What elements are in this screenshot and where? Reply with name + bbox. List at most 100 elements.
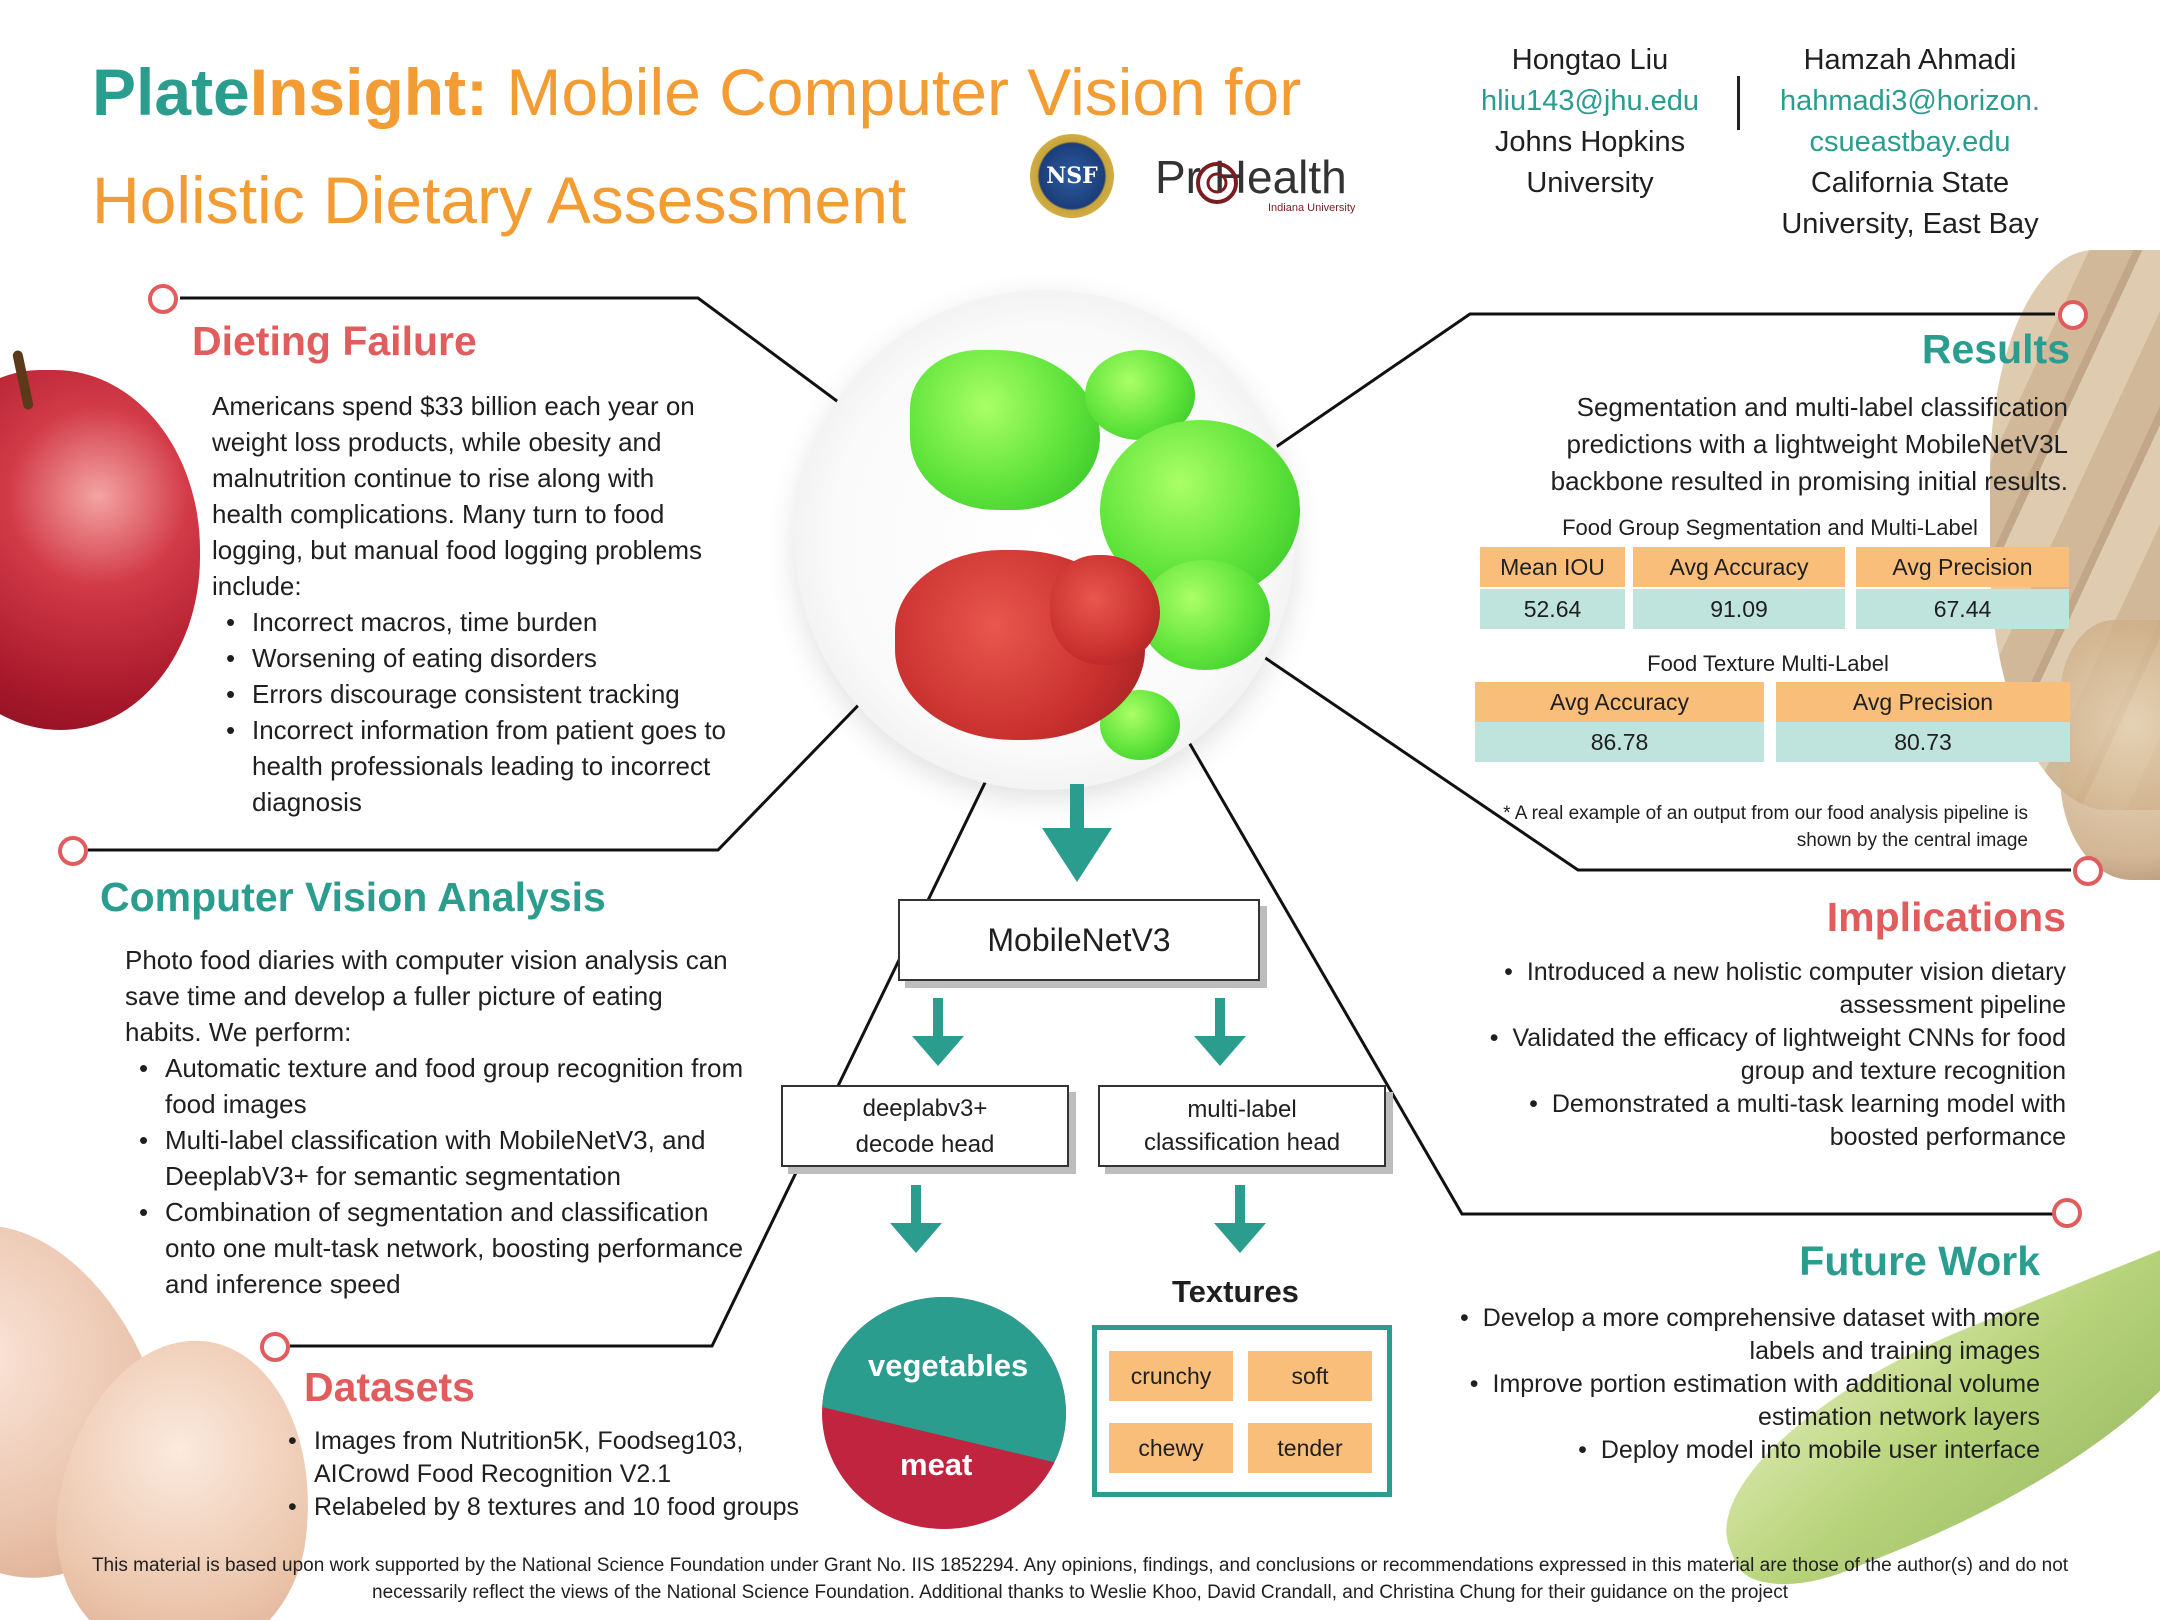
future-list: Develop a more comprehensive dataset wit… — [1420, 1302, 2040, 1467]
table1-caption: Food Group Segmentation and Multi-Label — [1562, 515, 1978, 540]
author-affiliation: University, East Bay — [1781, 208, 2039, 240]
results-note: * A real example of an output from our f… — [1503, 803, 2028, 851]
texture-chip: soft — [1248, 1351, 1372, 1401]
author-affiliation: Johns Hopkins — [1494, 126, 1686, 158]
connector-ring — [2052, 1198, 2082, 1228]
author-email[interactable]: hahmadi3@horizon. — [1780, 85, 2040, 117]
deeplab-head-box: deeplabv3+ decode head — [781, 1085, 1069, 1167]
list-item: Validated the efficacy of lightweight CN… — [1440, 1022, 2066, 1088]
table-header: Avg Precision — [1776, 682, 2070, 722]
connector-implications — [1164, 588, 2071, 872]
prohealth-logo-mark — [1196, 162, 1238, 204]
list-item: Deploy model into mobile user interface — [1420, 1434, 2040, 1467]
dieting-intro: Americans spend $33 billion each year on… — [212, 391, 703, 601]
title-line-2: Holistic Dietary Assessment — [92, 163, 907, 237]
title-part-insight: Insight: — [249, 55, 489, 129]
list-item: Incorrect macros, time burden — [212, 604, 732, 640]
table-cell: 86.78 — [1475, 722, 1764, 762]
nsf-logo: NSF — [1030, 134, 1114, 218]
down-arrow-icon — [1215, 998, 1225, 1038]
implications-body: Introduced a new holistic computer visio… — [1440, 956, 2066, 1154]
classification-head-box: multi-label classification head — [1098, 1085, 1386, 1167]
author-block-1: Hongtao Liu hliu143@jhu.edu Johns Hopkin… — [1440, 40, 1740, 204]
cv-heading: Computer Vision Analysis — [100, 874, 606, 920]
author-name: Hamzah Ahmadi — [1803, 44, 2017, 76]
classification-head-line2: classification head — [1143, 1129, 1341, 1156]
classification-head-line1: multi-label — [1187, 1096, 1297, 1123]
down-arrow-icon — [1042, 828, 1112, 882]
connector-ring — [260, 1332, 290, 1362]
pie-svg — [822, 1297, 1066, 1529]
pie-slice-vegetables — [822, 1297, 1066, 1465]
title-part-plate: Plate — [92, 55, 250, 129]
list-item: Incorrect information from patient goes … — [212, 712, 732, 820]
datasets-list: Images from Nutrition5K, Foodseg103, AIC… — [274, 1425, 834, 1524]
down-arrow-icon — [1070, 784, 1084, 830]
prohealth-logo-subtitle: Indiana University — [1268, 202, 1356, 214]
texture-chip: tender — [1248, 1423, 1372, 1473]
down-arrow-icon — [933, 998, 943, 1038]
down-arrow-icon — [912, 1036, 964, 1066]
down-arrow-icon — [890, 1223, 942, 1253]
table-cell: 67.44 — [1856, 589, 2069, 629]
pie-label-meat: meat — [900, 1447, 973, 1482]
table-cell: 52.64 — [1480, 589, 1625, 629]
connector-ring — [58, 836, 88, 866]
implications-list: Introduced a new holistic computer visio… — [1440, 956, 2066, 1154]
datasets-body: Images from Nutrition5K, Foodseg103, AIC… — [274, 1425, 834, 1524]
connector-datasets — [290, 631, 1060, 1348]
footer-acknowledgment: This material is based upon work support… — [91, 1555, 2069, 1603]
connector-ring — [2073, 856, 2103, 886]
list-item: Relabeled by 8 textures and 10 food grou… — [274, 1491, 834, 1524]
meat-segment — [1050, 555, 1160, 665]
dieting-list: Incorrect macros, time burden Worsening … — [212, 604, 732, 820]
table-header: Mean IOU — [1480, 547, 1625, 587]
author-email[interactable]: hliu143@jhu.edu — [1480, 85, 1700, 117]
list-item: Improve portion estimation with addition… — [1420, 1368, 2041, 1434]
list-item: Demonstrated a multi-task learning model… — [1440, 1088, 2066, 1154]
cv-intro: Photo food diaries with computer vision … — [125, 945, 728, 1047]
list-item: Errors discourage consistent tracking — [212, 676, 732, 712]
table2-caption: Food Texture Multi-Label — [1647, 651, 1889, 676]
deeplab-head-line2: decode head — [855, 1131, 995, 1158]
textures-frame — [1092, 1325, 1392, 1497]
list-item: Combination of segmentation and classifi… — [125, 1194, 745, 1302]
textures-title: Textures — [1172, 1274, 1299, 1309]
list-item: Introduced a new holistic computer visio… — [1440, 956, 2066, 1022]
texture-chip: chewy — [1109, 1423, 1233, 1473]
poster-title: PlateInsight: Mobile Computer Vision for… — [92, 38, 1452, 254]
implications-heading: Implications — [1826, 894, 2066, 940]
datasets-heading: Datasets — [304, 1364, 475, 1410]
texture-chip: crunchy — [1109, 1351, 1233, 1401]
bread-slice-image — [2060, 620, 2160, 880]
cv-body: Photo food diaries with computer vision … — [125, 942, 745, 1302]
dieting-body: Americans spend $33 billion each year on… — [212, 388, 732, 820]
table-header: Avg Precision — [1856, 547, 2069, 587]
prohealth-logo: Pr Health — [1155, 151, 1347, 203]
dieting-heading: Dieting Failure — [192, 318, 477, 364]
title-part-rest: Mobile Computer Vision for — [488, 55, 1302, 129]
down-arrow-icon — [911, 1185, 921, 1225]
table-header: Avg Accuracy — [1633, 547, 1845, 587]
deeplab-head-line1: deeplabv3+ — [862, 1095, 988, 1122]
table-cell: 91.09 — [1633, 589, 1845, 629]
pie-label-vegetables: vegetables — [868, 1348, 1029, 1383]
author-block-2: Hamzah Ahmadi hahmadi3@horizon. csueastb… — [1750, 40, 2070, 245]
connector-ring — [2058, 300, 2088, 330]
future-body: Develop a more comprehensive dataset wit… — [1420, 1302, 2040, 1467]
cv-list: Automatic texture and food group recogni… — [125, 1050, 745, 1302]
salad-segment — [910, 350, 1100, 510]
results-intro: Segmentation and multi-label classificat… — [1550, 392, 2068, 496]
author-name: Hongtao Liu — [1511, 44, 1669, 76]
list-item: Multi-label classification with MobileNe… — [125, 1122, 745, 1194]
down-arrow-icon — [1214, 1223, 1266, 1253]
connector-ring — [148, 284, 178, 314]
list-item: Worsening of eating disorders — [212, 640, 732, 676]
author-email[interactable]: csueastbay.edu — [1809, 126, 2011, 158]
mobilenetv3-box: MobileNetV3 — [898, 899, 1260, 981]
table-header: Avg Accuracy — [1475, 682, 1764, 722]
future-heading: Future Work — [1799, 1238, 2040, 1284]
vegetable-segment — [1140, 560, 1270, 670]
author-affiliation: California State — [1810, 167, 2010, 199]
down-arrow-icon — [1194, 1036, 1246, 1066]
